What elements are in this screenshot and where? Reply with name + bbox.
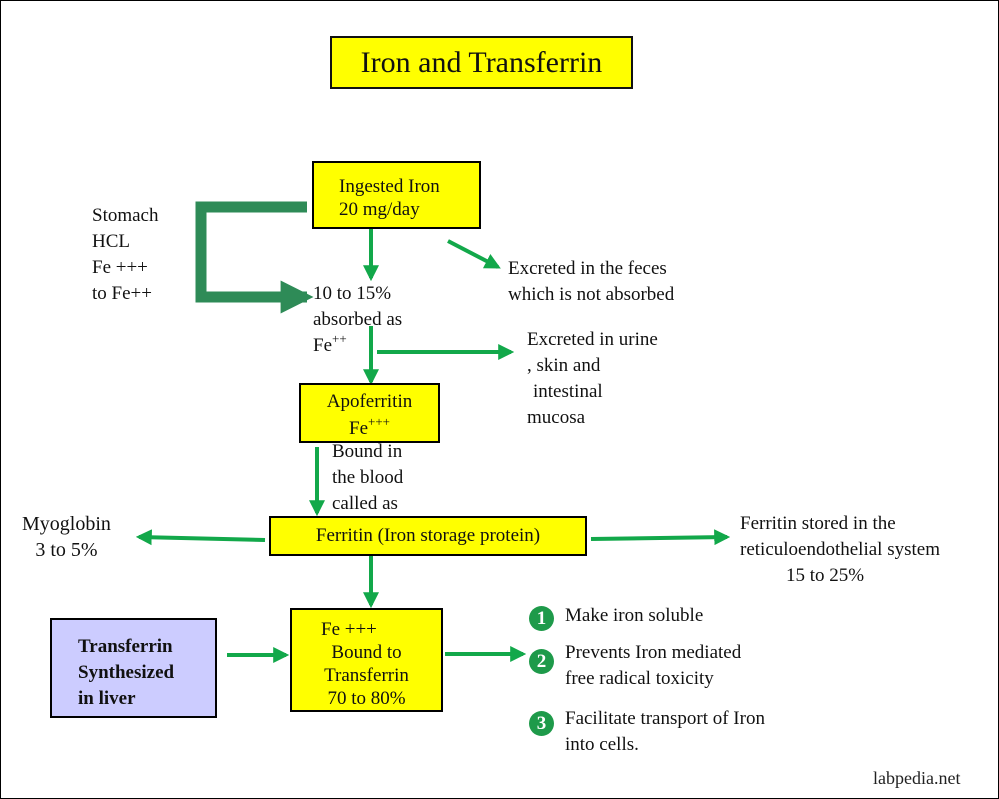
stomach-note: Stomach HCL Fe +++ to Fe++ (92, 205, 159, 304)
transferrin-box: Fe +++ Bound to Transferrin 70 to 80% (290, 608, 443, 712)
ingested-amount: 20 mg/day (339, 199, 420, 220)
function-1: Make iron soluble (565, 605, 704, 626)
stomach-conversion-arrow (195, 201, 314, 314)
apoferritin-iron: Fe+++ (349, 414, 390, 439)
transferrin-iron: Fe +++ (321, 619, 377, 640)
apoferritin-box: Apoferritin Fe+++ (299, 383, 440, 443)
ferritin-box: Ferritin (Iron storage protein) (269, 516, 587, 556)
feces-note: Excreted in the feces which is not absor… (508, 258, 675, 305)
ingested-label: Ingested Iron (339, 176, 440, 197)
watermark: labpedia.net (873, 768, 961, 788)
number-badge-icon: 3 (529, 711, 554, 736)
function-2: Prevents Iron mediated free radical toxi… (565, 642, 742, 689)
myoglobin-note: Myoglobin 3 to 5% (22, 513, 111, 561)
synthesis-box: Transferrin Synthesized in liver (50, 618, 217, 718)
page-title: Iron and Transferrin (360, 46, 603, 79)
storage-note: Ferritin stored in the reticuloendotheli… (740, 513, 940, 586)
number-badge-icon: 2 (529, 649, 554, 674)
bound-note: Bound in the blood called as (332, 441, 404, 514)
function-3: Facilitate transport of Iron into cells. (565, 708, 765, 755)
title-box: Iron and Transferrin (330, 36, 633, 89)
apoferritin-label: Apoferritin (326, 391, 413, 412)
ingested-iron-box: Ingested Iron 20 mg/day (312, 161, 481, 229)
ferritin-label: Ferritin (Iron storage protein) (315, 525, 541, 546)
absorbed-note: 10 to 15% absorbed as Fe++ (313, 283, 403, 356)
to-feces-arrow (447, 239, 501, 269)
to-myoglobin-arrow (135, 529, 266, 546)
number-badge-icon: 1 (529, 606, 554, 631)
urine-note: Excreted in urine , skin and intestinal … (527, 329, 658, 428)
to-storage-arrow (590, 529, 731, 546)
